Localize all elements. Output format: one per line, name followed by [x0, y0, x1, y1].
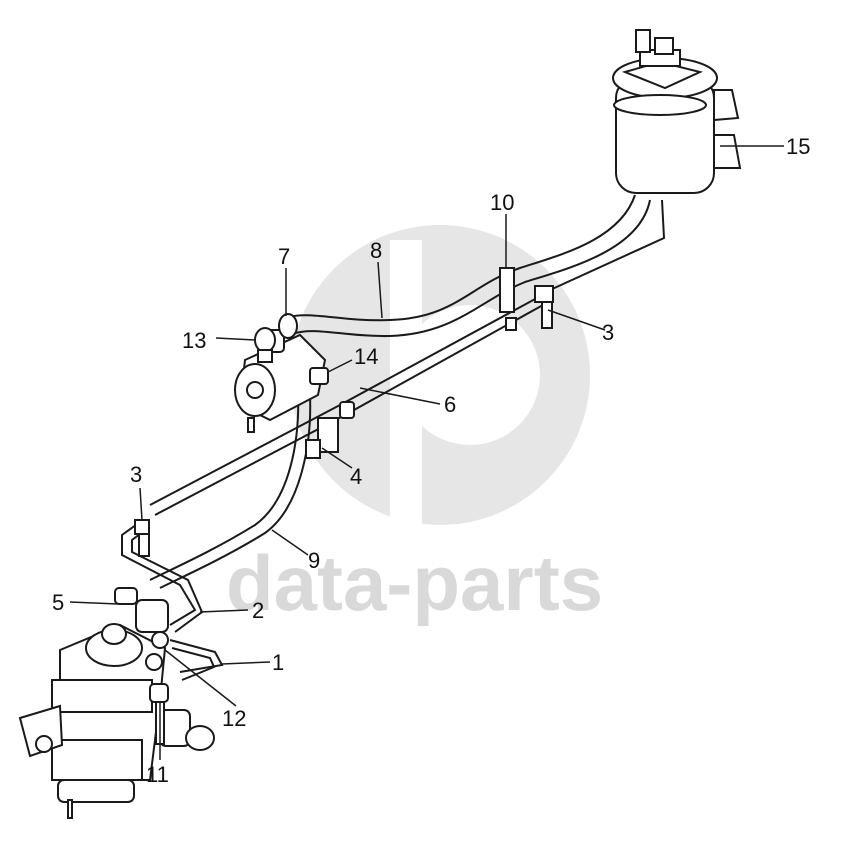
watermark-logo-inner [400, 305, 540, 445]
callout-13: 13 [182, 328, 206, 353]
callout-11: 11 [146, 762, 169, 787]
callout-2: 2 [252, 598, 264, 623]
leader-6 [359, 387, 441, 405]
fitting-13 [254, 327, 276, 363]
leader-1 [221, 661, 271, 665]
callout-1: 1 [272, 650, 284, 675]
leader-3a [547, 309, 606, 331]
leader-4 [321, 447, 353, 469]
hose-8 [284, 194, 651, 338]
callout-12: 12 [222, 706, 246, 731]
leader-12 [164, 649, 237, 707]
callout-3a: 3 [602, 320, 614, 345]
callout-3b: 3 [130, 462, 142, 487]
watermark-text: data-parts [226, 539, 603, 627]
fitting-12 [145, 631, 169, 671]
leader-2 [199, 609, 249, 613]
steering-gear [18, 623, 215, 819]
reservoir-15 [612, 29, 742, 194]
valve-block [135, 599, 169, 633]
leader-9 [271, 529, 309, 556]
leader-5 [69, 601, 119, 605]
fitting-7 [278, 313, 298, 339]
connector-3-upper [534, 285, 554, 329]
leader-8 [377, 261, 383, 319]
callout-15: 15 [786, 134, 810, 159]
pipe-2 [121, 521, 204, 633]
callout-5: 5 [52, 590, 64, 615]
callout-9: 9 [308, 548, 320, 573]
fitting-5 [114, 587, 138, 605]
clamp-10 [499, 267, 517, 331]
pipe-1 [169, 639, 224, 681]
return-line [549, 199, 666, 291]
bracket-4 [305, 401, 355, 459]
callout-14: 14 [354, 344, 378, 369]
leader-3b [139, 487, 143, 521]
callout-6: 6 [444, 392, 456, 417]
connector-3-lower [134, 519, 150, 557]
leader-14 [327, 359, 353, 373]
callout-10: 10 [490, 190, 514, 215]
callout-4: 4 [350, 464, 362, 489]
callout-8: 8 [370, 238, 382, 263]
leader-13 [215, 337, 256, 341]
callout-7: 7 [278, 244, 290, 269]
